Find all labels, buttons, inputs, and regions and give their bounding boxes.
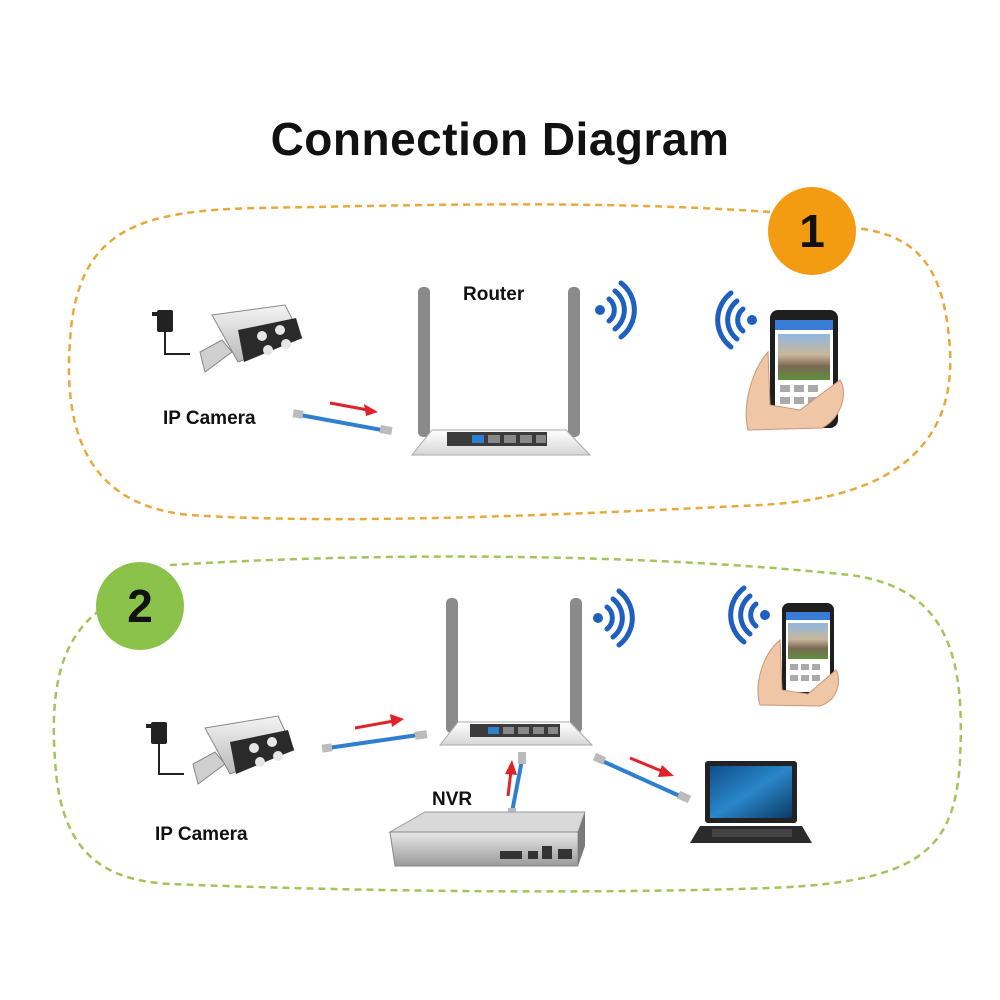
ip-camera-icon [192,715,295,785]
router-label: Router [463,284,525,305]
laptop-icon [690,761,812,843]
ip-camera-icon [199,304,303,373]
ethernet-cable-icon [321,730,428,753]
wifi-signal-icon [593,591,632,645]
scenario-2-badge: 2 [96,562,184,650]
diagram-title: Connection Diagram [270,113,730,165]
wifi-signal-icon [731,588,770,642]
arrow-nvr-to-router [505,760,517,797]
router-icon [438,598,594,746]
router-icon [410,287,592,456]
smartphone-icon [745,310,844,431]
ethernet-cable-icon [292,409,393,435]
scenario-1-border [67,203,952,521]
power-adapter-icon [146,722,184,775]
nvr-label: NVR [432,789,473,810]
arrow-camera-to-router [329,401,378,416]
scenario-1-badge: 1 [768,187,856,275]
wifi-signal-icon [718,293,757,347]
arrow-router-to-laptop [629,756,674,777]
arrow-camera-to-router [354,714,404,730]
nvr-icon [388,811,586,867]
ethernet-cable-icon [592,752,692,804]
smartphone-icon [757,603,840,707]
power-adapter-icon [152,310,190,355]
scenario-2-border [52,555,963,893]
wifi-signal-icon [595,283,634,337]
ip-camera-label: IP Camera [163,408,256,429]
ip-camera-label: IP Camera [155,824,248,845]
